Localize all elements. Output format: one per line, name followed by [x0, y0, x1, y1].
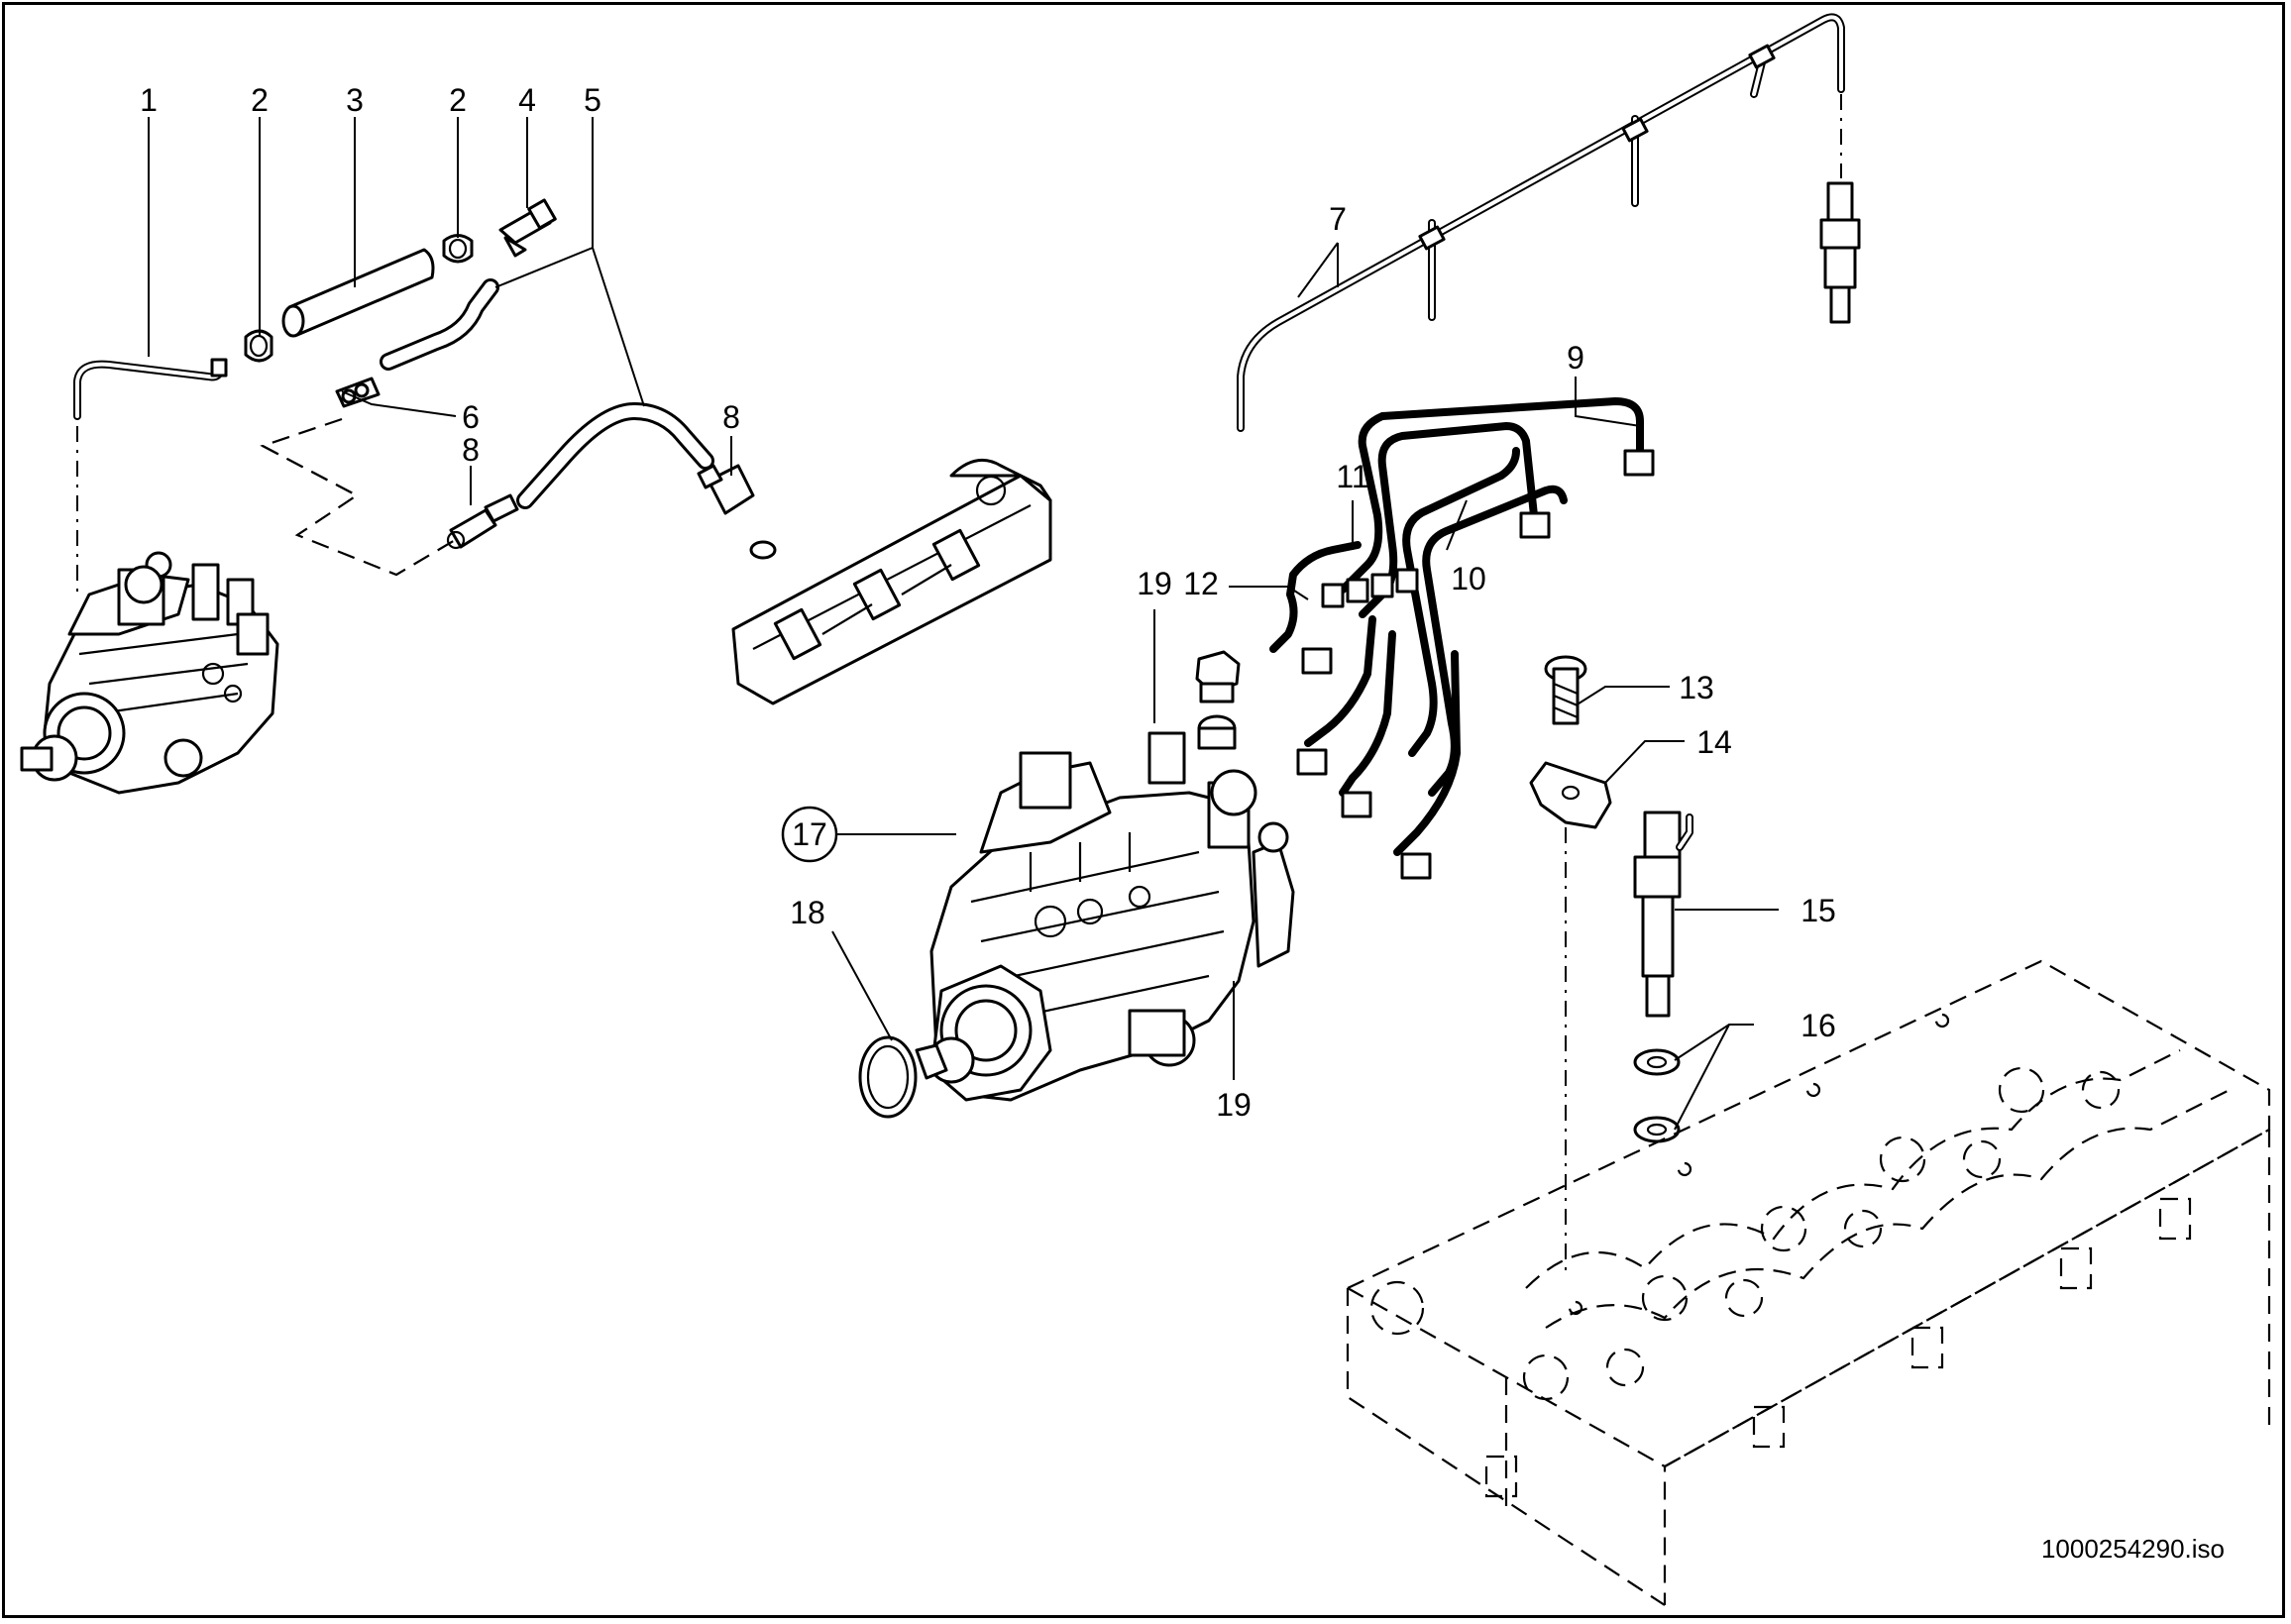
callout-7: 7 — [1329, 201, 1347, 237]
callout-17: 17 — [792, 816, 827, 852]
part-3-hose — [281, 248, 435, 338]
part-16-washers — [1633, 1048, 1681, 1143]
injector-top-right — [1819, 181, 1861, 324]
fuel-rail-block — [731, 458, 1052, 705]
callout-9: 9 — [1567, 340, 1584, 376]
callout-15: 15 — [1800, 893, 1836, 928]
callout-2: 2 — [251, 82, 269, 118]
callout-4: 4 — [518, 82, 536, 118]
part-5-hoses — [380, 278, 714, 509]
part-1-leak-off-pipe — [73, 358, 228, 420]
callout-19: 19 — [1137, 566, 1172, 601]
callout-10: 10 — [1451, 561, 1486, 596]
callout-14: 14 — [1696, 724, 1732, 760]
callout-16: 16 — [1800, 1008, 1836, 1043]
callout-8: 8 — [462, 432, 480, 468]
part-13-bolt — [1544, 655, 1587, 725]
part-15-injector — [1633, 811, 1693, 1018]
leader-lines — [148, 117, 1779, 1131]
part-17-injection-pump — [915, 731, 1295, 1102]
drawing-reference-number: 1000254290.iso — [2041, 1534, 2225, 1564]
part-14-clamp — [1529, 761, 1612, 829]
cylinder-head — [1346, 959, 2271, 1606]
callout-13: 13 — [1679, 670, 1714, 705]
callout-2: 2 — [449, 82, 467, 118]
callout-18: 18 — [790, 895, 825, 930]
callout-17-circle — [781, 806, 838, 863]
callout-19: 19 — [1216, 1087, 1252, 1123]
callout-5: 5 — [584, 82, 601, 118]
callout-1: 1 — [140, 82, 158, 118]
callout-8: 8 — [722, 399, 740, 435]
callout-12: 12 — [1183, 566, 1219, 601]
part-19-plug-top — [1195, 650, 1241, 750]
part-8-banjo-bolt-b — [697, 464, 777, 560]
part-7-leak-off-rail — [1237, 13, 1845, 432]
injection-pump-overview — [20, 551, 279, 795]
callout-labels: 1 2 3 2 4 5 6 8 8 7 9 11 10 19 12 13 14 … — [140, 82, 1836, 1123]
part-2-hose-clip-b — [442, 234, 474, 264]
part-4-connector — [498, 198, 557, 258]
part-18-o-ring — [858, 1035, 918, 1119]
part-2-hose-clip-a — [244, 329, 273, 363]
callout-11: 11 — [1336, 459, 1368, 494]
callout-6: 6 — [462, 399, 480, 435]
high-pressure-pipes — [1269, 397, 1655, 880]
part-8-banjo-bolt-a — [446, 493, 519, 550]
callout-3: 3 — [346, 82, 364, 118]
